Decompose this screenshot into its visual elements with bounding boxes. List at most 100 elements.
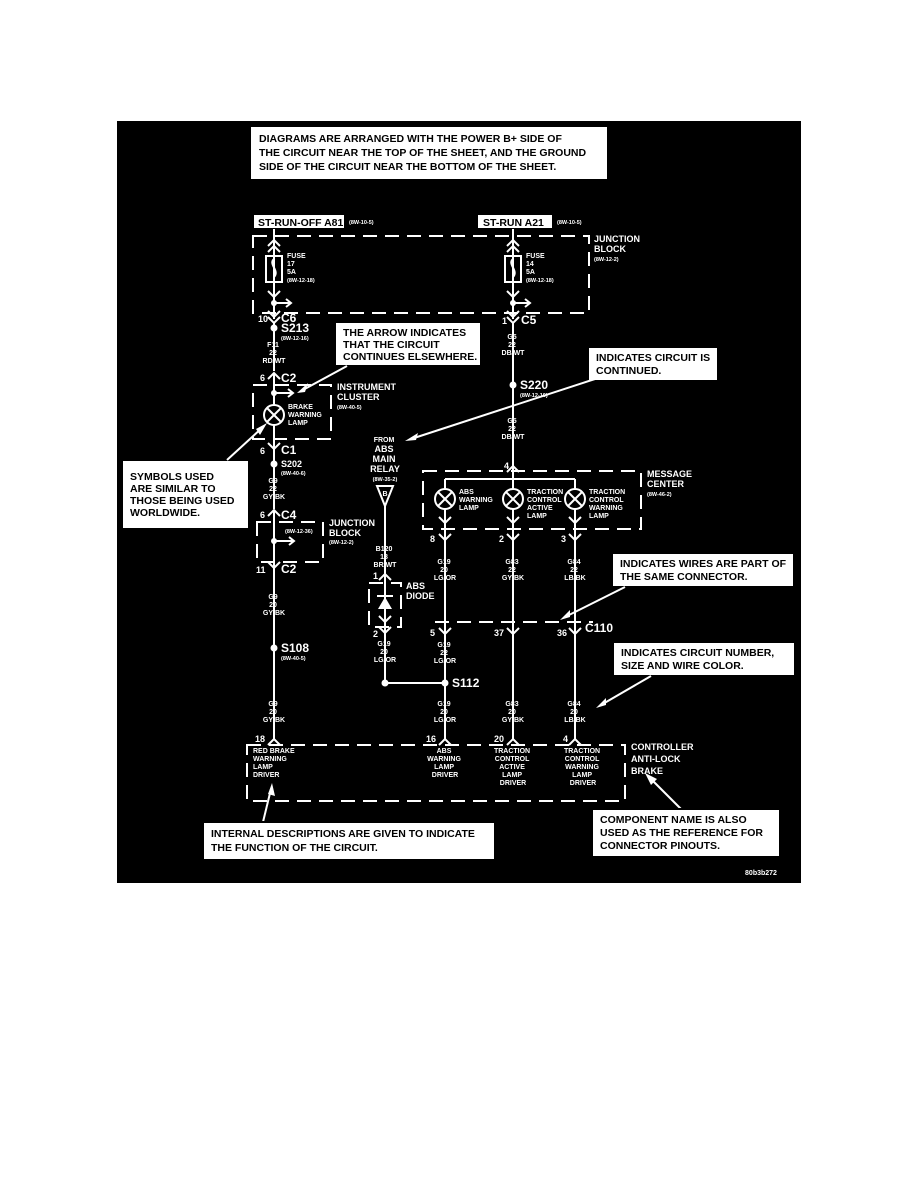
callout-internal-pointer	[262, 788, 272, 823]
c110-pin37-symbol	[506, 627, 520, 636]
callout-component: COMPONENT NAME IS ALSO USED AS THE REFER…	[600, 814, 766, 852]
diode-icon	[378, 597, 392, 609]
callout-component-box	[591, 808, 781, 858]
wire-g19d-label: G19 20 LG/OR	[434, 701, 456, 724]
c2-top-name: C2	[281, 371, 297, 385]
wire-g5b-label: G5 22 DB/WT	[502, 418, 526, 441]
brake-warning-lamp-icon	[263, 404, 285, 426]
splice-s220	[509, 381, 517, 389]
instrument-cluster-name: INSTRUMENT CLUSTER	[337, 382, 399, 402]
traction-control-warning-lamp-icon	[564, 479, 586, 540]
wire-g83a-label: G83 22 GY/BK	[502, 559, 524, 582]
ctrl-pin-16: 16	[426, 734, 436, 744]
callout-circuit-number-pointer	[600, 675, 652, 706]
wire-g9a-label: G9 22 GY/BK	[263, 478, 285, 501]
wire-g19a-label: G19 20 LG/OR	[374, 641, 396, 664]
figure-id: 80b3b272	[745, 870, 777, 877]
fuse-14-label: FUSE 14 5A (8W-12-18)	[526, 253, 554, 284]
fuse-17-label: FUSE 17 5A (8W-12-18)	[287, 253, 315, 284]
wire-g9b-label: G9 20 GY/BK	[263, 594, 285, 617]
message-center-ref: (8W-46-2)	[647, 492, 672, 498]
junction-mid-arrow	[288, 536, 296, 546]
abs-relay-flag	[375, 485, 395, 509]
wire-f11-label: F11 22 RD/WT	[263, 342, 287, 365]
callout-component-head	[645, 773, 657, 785]
wire-g84b-label: G84 20 LB/BK	[564, 701, 585, 724]
callout-same-connector-box	[611, 552, 795, 588]
wire-g83b-label: G83 20 GY/BK	[502, 701, 524, 724]
junction-block-top-ref: (8W-12-2)	[594, 257, 619, 263]
mc-pin-4: 4	[504, 461, 509, 471]
c1-pin: 6	[260, 446, 265, 456]
callout-arrow-pointer	[300, 365, 348, 392]
traction-control-warning-lamp-label: TRACTION CONTROL WARNING LAMP	[589, 489, 627, 520]
wiring-diagram: DIAGRAMS ARE ARRANGED WITH THE POWER B+ …	[117, 121, 801, 883]
c2-top-pin: 6	[260, 373, 265, 383]
callout-component-pointer	[648, 776, 682, 810]
driver-abs-warning: ABS WARNING LAMP DRIVER	[427, 748, 463, 779]
callout-same-connector-head	[560, 610, 570, 620]
wire-g84a-label: G84 22 LB/BK	[564, 559, 585, 582]
junction-block-top-name: JUNCTION BLOCK	[594, 234, 643, 254]
mc-pin-8: 8	[430, 534, 435, 544]
diode-bot-arrow	[378, 615, 392, 624]
splice-s112	[441, 679, 449, 687]
driver-tc-warning: TRACTION CONTROL WARNING LAMP DRIVER	[564, 748, 602, 787]
message-center-outline	[422, 470, 642, 530]
ctrl-pin-4: 4	[563, 734, 568, 744]
callout-circuit-number-head	[596, 698, 606, 708]
ctrl-pin-18: 18	[255, 734, 265, 744]
c110-pin36-symbol	[568, 627, 582, 636]
abs-warning-lamp-label: ABS WARNING LAMP	[459, 489, 495, 512]
abs-relay-name: FROM ABS MAIN RELAY	[370, 437, 400, 474]
s213-name: S213	[281, 321, 309, 335]
c4-name: C4	[281, 508, 297, 522]
c2-bot-name: C2	[281, 562, 297, 576]
c110-pin-36: 36	[557, 628, 567, 638]
junction-block-top-outline	[252, 235, 590, 314]
diode-bot-pin: 2	[373, 629, 378, 639]
wiring-diagram-svg: DIAGRAMS ARE ARRANGED WITH THE POWER B+ …	[121, 125, 796, 877]
s213-ref: (8W-12-16)	[281, 336, 309, 342]
ctrl-pin16-symbol	[438, 737, 452, 746]
s220-ref: (8W-12-16)	[520, 393, 548, 399]
power-right-box	[476, 213, 554, 230]
ctrl-pin-20: 20	[494, 734, 504, 744]
callout-symbols-pointer	[226, 426, 264, 461]
wire-g5a-label: G5 22 DB/WT	[502, 334, 526, 357]
callout-top: DIAGRAMS ARE ARRANGED WITH THE POWER B+ …	[259, 133, 589, 173]
fuse-14-circuit	[504, 229, 532, 319]
c6-pin: 10	[258, 314, 268, 324]
callout-internal-box	[202, 821, 496, 861]
junction-block-mid-ref1: (8W-12-36)	[285, 529, 313, 535]
power-left-ref: (8W-10-5)	[349, 220, 374, 226]
s202-name: S202	[281, 459, 302, 469]
s220-name: S220	[520, 378, 548, 392]
power-right-ref: (8W-10-5)	[557, 220, 582, 226]
wire-g19c-label: G19 22 LG/OR	[434, 642, 456, 665]
callout-symbols-box	[121, 459, 250, 530]
callout-symbols-head	[256, 423, 267, 435]
callout-internal: INTERNAL DESCRIPTIONS ARE GIVEN TO INDIC…	[211, 828, 478, 854]
s108-ref: (8W-40-5)	[281, 656, 306, 662]
wire-g19b-label: G19 20 LG/OR	[434, 559, 456, 582]
wire-g9c-label: G9 20 GY/BK	[263, 701, 285, 724]
ctrl-pin18-symbol	[267, 737, 281, 746]
c110-pin-37: 37	[494, 628, 504, 638]
cluster-branch-arrow	[287, 388, 295, 398]
driver-tc-active: TRACTION CONTROL ACTIVE LAMP DRIVER	[494, 748, 532, 787]
callout-continued-pointer	[410, 378, 596, 440]
callout-circuit-number-box	[612, 641, 796, 677]
c1-symbol	[267, 442, 281, 451]
power-right-label: ST-RUN A21	[483, 217, 544, 229]
s108-name: S108	[281, 641, 309, 655]
callout-continued: INDICATES CIRCUIT IS CONTINUED.	[596, 352, 713, 377]
c110-name: C110	[585, 621, 613, 635]
s112-name: S112	[452, 676, 480, 690]
power-left-box	[252, 213, 346, 230]
c4-pin: 6	[260, 510, 265, 520]
c6-name: C6	[281, 311, 297, 325]
junction-block-mid-outline	[256, 521, 324, 563]
callout-same-connector: INDICATES WIRES ARE PART OF THE SAME CON…	[620, 558, 789, 583]
abs-warning-lamp-icon	[434, 479, 456, 540]
